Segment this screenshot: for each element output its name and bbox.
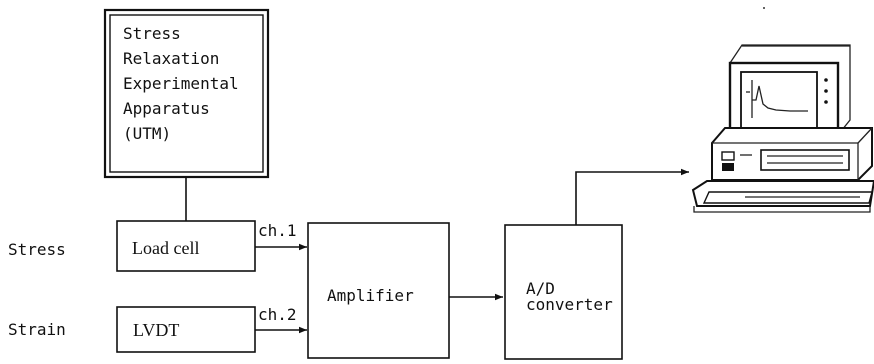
- apparatus-box: Stress Relaxation Experimental Apparatus…: [103, 8, 270, 179]
- apparatus-line-1: Stress: [123, 24, 181, 43]
- ad-to-computer-arrow: [575, 168, 689, 225]
- desktop-computer-icon: [691, 44, 874, 213]
- load-cell-label: Load cell: [132, 238, 199, 258]
- amplifier-block: Amplifier: [307, 222, 450, 359]
- ad-label-line-1: A/D: [526, 279, 555, 298]
- ad-label-line-2: converter: [526, 295, 613, 314]
- apparatus-line-5: (UTM): [123, 124, 171, 143]
- apparatus-line-2: Relaxation: [123, 49, 219, 68]
- strain-label: Strain: [8, 320, 66, 339]
- stress-label: Stress: [8, 240, 66, 259]
- channel-2-label: ch.2: [258, 305, 297, 324]
- apparatus-line-3: Experimental: [123, 74, 239, 93]
- ad-converter-block: A/D converter: [504, 224, 623, 360]
- channel-1-label: ch.1: [258, 221, 297, 240]
- scan-dot: [763, 7, 765, 9]
- apparatus-line-4: Apparatus: [123, 99, 210, 118]
- lvdt-block: LVDT: [116, 306, 256, 353]
- lvdt-label: LVDT: [133, 320, 179, 340]
- amplifier-label: Amplifier: [327, 286, 414, 305]
- load-cell-block: Load cell: [116, 220, 256, 272]
